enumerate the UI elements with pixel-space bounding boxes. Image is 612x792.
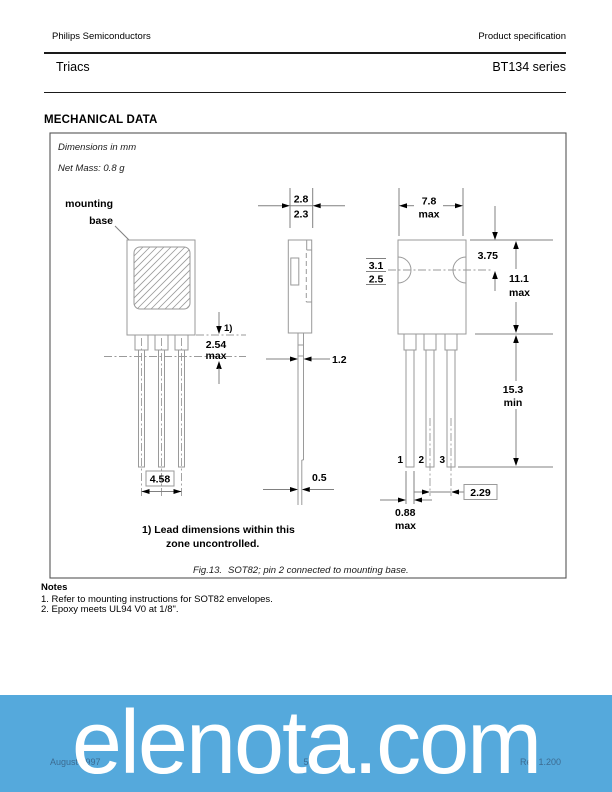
header-spec: Product specification bbox=[478, 31, 566, 42]
dim-zone-height: 2.54 bbox=[206, 339, 227, 351]
dim-lead-width-qual: max bbox=[395, 520, 416, 532]
zone-note-line2: zone uncontrolled. bbox=[166, 538, 259, 550]
pin-2-label: 2 bbox=[418, 455, 424, 466]
front-view: mounting base bbox=[65, 198, 246, 496]
dim-hole-max: 3.1 bbox=[369, 260, 384, 272]
rear-body bbox=[397, 239, 467, 335]
dim-lead-pitch: 2.29 bbox=[470, 487, 491, 499]
note-2: 2. Epoxy meets UL94 V0 at 1/8". bbox=[41, 604, 179, 615]
footer-revision: Rev 1.200 bbox=[519, 757, 561, 767]
dim-outer-lead-span: 4.58 bbox=[150, 474, 171, 486]
dim-lead-length-qual: min bbox=[504, 397, 523, 409]
side-view: 2.8 2.3 1.2 0.5 bbox=[258, 188, 347, 505]
dim-lead-width: 0.88 bbox=[395, 507, 416, 519]
mounting-base-pad bbox=[133, 246, 191, 310]
dim-zone-height-qual: max bbox=[205, 350, 226, 362]
dim-hole-center: 3.75 bbox=[478, 250, 499, 262]
figure-caption-number: Fig.13. bbox=[193, 565, 222, 576]
mounting-label: mounting bbox=[65, 198, 113, 210]
base-label: base bbox=[89, 215, 113, 227]
notes-title: Notes bbox=[41, 582, 68, 593]
mass-note: Net Mass: 0.8 g bbox=[58, 163, 125, 174]
footer-date: August 1997 bbox=[50, 757, 101, 767]
dim-lead-thickness: 1.2 bbox=[332, 354, 347, 366]
dim-hole-min: 2.5 bbox=[369, 274, 384, 286]
header-series: BT134 series bbox=[492, 60, 566, 74]
header-brand: Philips Semiconductors bbox=[52, 31, 151, 42]
dim-lead-tip-thickness: 0.5 bbox=[312, 472, 327, 484]
pin-1-label: 1 bbox=[397, 455, 403, 466]
dim-body-width-qual: max bbox=[418, 209, 439, 221]
footer-page-number: 5 bbox=[303, 757, 309, 767]
header-rule-bottom bbox=[44, 92, 566, 94]
side-body bbox=[287, 239, 313, 334]
dim-lead-length: 15.3 bbox=[503, 384, 524, 396]
header-product: Triacs bbox=[56, 60, 90, 74]
dim-body-height: 11.1 bbox=[509, 273, 529, 285]
watermark-banner bbox=[0, 695, 612, 792]
zone-ref-mark: 1) bbox=[224, 323, 232, 334]
dim-width-top-max: 2.8 bbox=[294, 194, 309, 206]
pin-3-label: 3 bbox=[439, 455, 445, 466]
dim-width-top-min: 2.3 bbox=[294, 209, 309, 221]
dim-body-width: 7.8 bbox=[422, 196, 437, 208]
figure-frame bbox=[49, 132, 567, 579]
dimensions-note: Dimensions in mm bbox=[58, 142, 136, 153]
zone-note-line1: 1) Lead dimensions within this bbox=[142, 524, 295, 536]
note-1: 1. Refer to mounting instructions for SO… bbox=[41, 594, 273, 605]
hatch-lines bbox=[134, 247, 190, 309]
watermark-text: elenota.com bbox=[71, 693, 542, 792]
section-title: MECHANICAL DATA bbox=[44, 114, 158, 126]
figure-caption-text: SOT82; pin 2 connected to mounting base. bbox=[228, 565, 409, 576]
dim-body-height-qual: max bbox=[509, 287, 530, 299]
rear-view: 7.8 max 3.1 2.5 3.75 11.1 max bbox=[366, 188, 553, 532]
header-rule-top bbox=[44, 52, 566, 54]
